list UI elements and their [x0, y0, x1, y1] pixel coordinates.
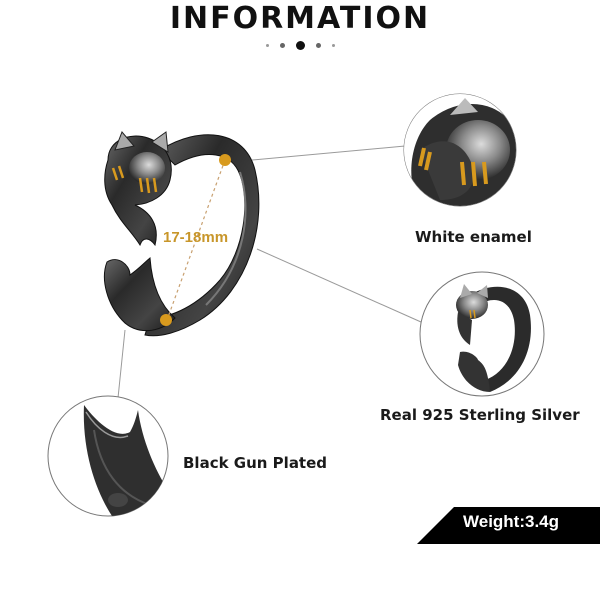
connector-lines: [117, 145, 422, 399]
feature-label-plating: Black Gun Plated: [183, 454, 328, 472]
feature-label-silver: Real 925 Sterling Silver: [380, 406, 580, 424]
indicator-dot: [265, 44, 269, 47]
main-ring-image: [103, 131, 260, 337]
indicator-dot: [315, 43, 321, 48]
silver-closeup-circle: [419, 271, 545, 397]
indicator-dot: [279, 43, 285, 48]
carousel-indicator: [0, 41, 600, 50]
weight-badge-text: Weight:3.4g: [463, 512, 560, 531]
enamel-closeup-circle: [403, 93, 517, 207]
page-title: INFORMATION: [169, 1, 431, 36]
ring-size-label: 17-18mm: [163, 229, 229, 246]
plating-closeup-circle: [47, 395, 169, 517]
indicator-dot-active: [295, 41, 305, 50]
indicator-dot: [331, 44, 335, 47]
feature-label-enamel: White enamel: [415, 228, 532, 246]
